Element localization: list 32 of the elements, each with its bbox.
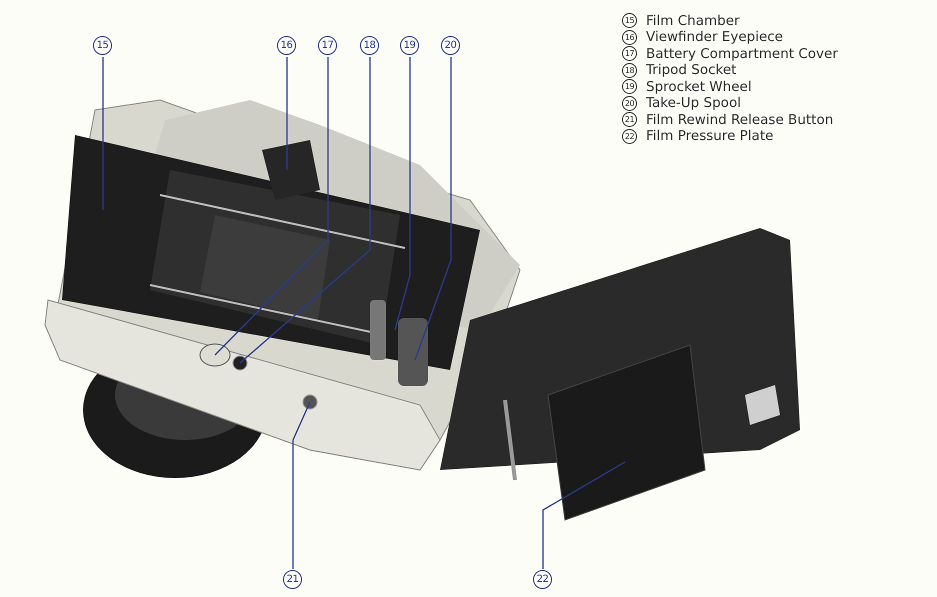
callout-number: 22 (533, 570, 552, 589)
callout-number: 16 (277, 36, 296, 55)
part-name: Battery Compartment Cover (646, 46, 838, 62)
callout-number: 22 (622, 128, 637, 144)
leader-line (414, 57, 452, 360)
callout-number: 21 (283, 570, 302, 589)
callout-number: 20 (622, 96, 637, 110)
callout-number: 18 (360, 36, 379, 55)
part-name: Film Chamber (646, 12, 740, 28)
part-name: Tripod Socket (646, 62, 736, 78)
callout-number: 17 (622, 46, 637, 61)
leader-line (240, 57, 371, 364)
part-name: Film Rewind Release Button (646, 112, 834, 128)
callout-number: 21 (622, 112, 637, 127)
callout-number: 17 (318, 36, 337, 55)
leader-line (102, 57, 104, 210)
callout-number: 18 (622, 62, 637, 78)
callout-number: 19 (400, 36, 419, 55)
leader-line (542, 461, 626, 569)
part-name: Viewfinder Eyepiece (646, 29, 783, 45)
callout-number: 16 (622, 30, 637, 44)
leader-line (286, 57, 288, 170)
part-name: Take-Up Spool (646, 95, 741, 111)
leader-line (394, 57, 411, 330)
callout-number: 15 (622, 13, 637, 28)
leader-line (214, 57, 329, 356)
callout-number: 20 (441, 36, 460, 55)
callout-number: 15 (93, 36, 112, 55)
part-name: Film Pressure Plate (646, 128, 774, 144)
leader-line (292, 402, 311, 569)
part-name: Sprocket Wheel (646, 78, 752, 94)
callout-number: 19 (622, 79, 637, 94)
